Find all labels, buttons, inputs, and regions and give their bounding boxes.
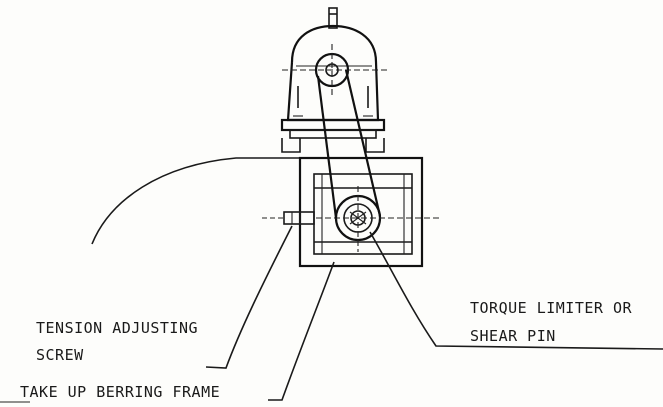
label-screw: SCREW (36, 346, 84, 364)
label-take-up-frame: TAKE UP BERRING FRAME (20, 383, 220, 401)
belt (316, 69, 382, 219)
leader-torque (369, 231, 663, 350)
leader-tension (205, 225, 293, 369)
motor-housing (280, 7, 386, 153)
lower-pulley (316, 186, 440, 252)
tension-screw (262, 211, 315, 225)
label-shear-pin: SHEAR PIN (470, 327, 556, 345)
upper-pulley (282, 44, 390, 96)
label-tension-adjusting: TENSION ADJUSTING (36, 319, 198, 337)
guard-arc (91, 157, 300, 245)
label-torque-limiter: TORQUE LIMITER OR (470, 299, 632, 317)
leader-take-up (268, 261, 335, 401)
